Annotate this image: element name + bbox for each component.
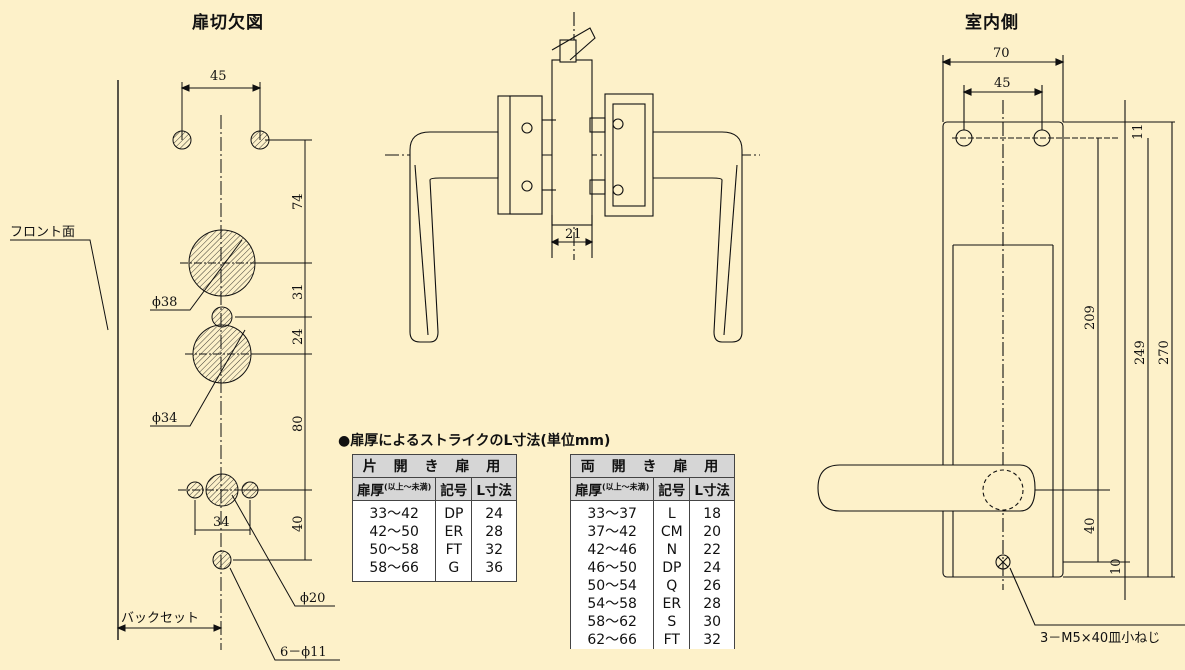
table-cell: 26 <box>689 577 735 595</box>
table-cell: 30 <box>689 613 735 631</box>
dim-270: 270 <box>1157 340 1172 365</box>
dia-34-label: ϕ34 <box>152 411 177 426</box>
table-cell: 24 <box>471 500 517 523</box>
dim-249: 249 <box>1133 340 1148 365</box>
table-cell: 33～42 <box>351 500 437 523</box>
table-cell: 28 <box>689 595 735 613</box>
table-cell: ER <box>435 523 473 541</box>
table-cell: 46～50 <box>569 559 655 577</box>
table-cell: DP <box>435 500 473 523</box>
double-header-thickness: 扉厚(以上～未満) <box>569 477 655 501</box>
dim-40: 40 <box>291 515 306 532</box>
dim-70: 70 <box>993 46 1010 61</box>
table-cell: 62～66 <box>569 631 655 649</box>
table-cell: 33～37 <box>569 500 655 523</box>
table-cell: G <box>435 559 473 582</box>
table-cell: 24 <box>689 559 735 577</box>
table-cell: 28 <box>471 523 517 541</box>
dia-38-label: ϕ38 <box>152 295 177 310</box>
table-cell: FT <box>435 541 473 559</box>
table-cell: S <box>653 613 691 631</box>
dim-74: 74 <box>291 193 306 210</box>
table-cell: 32 <box>689 631 735 649</box>
backset-label: バックセット <box>121 611 199 626</box>
dim-bottom-spacing: 34 <box>213 515 230 530</box>
table-cell: 20 <box>689 523 735 541</box>
dia-20-label: ϕ20 <box>300 591 325 606</box>
lever-lock-drawing <box>385 12 760 343</box>
table-cell: 42～46 <box>569 541 655 559</box>
screw-note: 3－M5×40皿小ねじ <box>1040 631 1160 646</box>
room-side-plate-drawing <box>817 55 1185 626</box>
dim-11: 11 <box>1131 123 1146 140</box>
table-cell: ER <box>653 595 691 613</box>
double-header-code: 記号 <box>653 477 691 501</box>
cutout-title: 扉切欠図 <box>192 13 264 33</box>
dim-80: 80 <box>291 415 306 432</box>
dim-40-plate: 40 <box>1083 517 1098 534</box>
table-cell: 18 <box>689 500 735 523</box>
double-group-header: 両 開 き 扉 用 <box>570 454 735 478</box>
table-cell: FT <box>653 631 691 649</box>
table-cell: 37～42 <box>569 523 655 541</box>
table-cell: 58～62 <box>569 613 655 631</box>
table-cell: 58～66 <box>351 559 437 582</box>
table-cell: 50～58 <box>351 541 437 559</box>
table-cell: DP <box>653 559 691 577</box>
single-header-l: L寸法 <box>471 477 517 501</box>
front-face-label: フロント面 <box>10 225 75 240</box>
table-cell: Q <box>653 577 691 595</box>
hole-note: 6－ϕ11 <box>280 645 327 660</box>
dim-24: 24 <box>291 328 306 345</box>
dim-top-spacing: 45 <box>210 69 227 84</box>
strike-tables: ●扉厚によるストライクのL寸法(単位mm) 片 開 き 扉 用 扉厚(以上～未満… <box>338 430 798 649</box>
dim-10: 10 <box>1109 558 1124 575</box>
single-header-thickness: 扉厚(以上～未満) <box>351 477 437 501</box>
dim-45-plate: 45 <box>994 76 1011 91</box>
double-header-l: L寸法 <box>689 477 735 501</box>
single-group-header: 片 開 き 扉 用 <box>352 454 517 478</box>
table-cell: N <box>653 541 691 559</box>
single-header-code: 記号 <box>435 477 473 501</box>
door-cutout-drawing <box>10 80 340 661</box>
table-cell: 22 <box>689 541 735 559</box>
tables-caption: ●扉厚によるストライクのL寸法(単位mm) <box>338 433 611 449</box>
dim-31: 31 <box>291 283 306 300</box>
room-side-title: 室内側 <box>965 13 1019 33</box>
table-cell: 42～50 <box>351 523 437 541</box>
table-cell: 36 <box>471 559 517 582</box>
dim-21: 21 <box>565 227 582 242</box>
table-cell: 50～54 <box>569 577 655 595</box>
table-cell: CM <box>653 523 691 541</box>
table-cell: 54～58 <box>569 595 655 613</box>
table-cell: 32 <box>471 541 517 559</box>
dim-209: 209 <box>1083 305 1098 330</box>
table-cell: L <box>653 500 691 523</box>
